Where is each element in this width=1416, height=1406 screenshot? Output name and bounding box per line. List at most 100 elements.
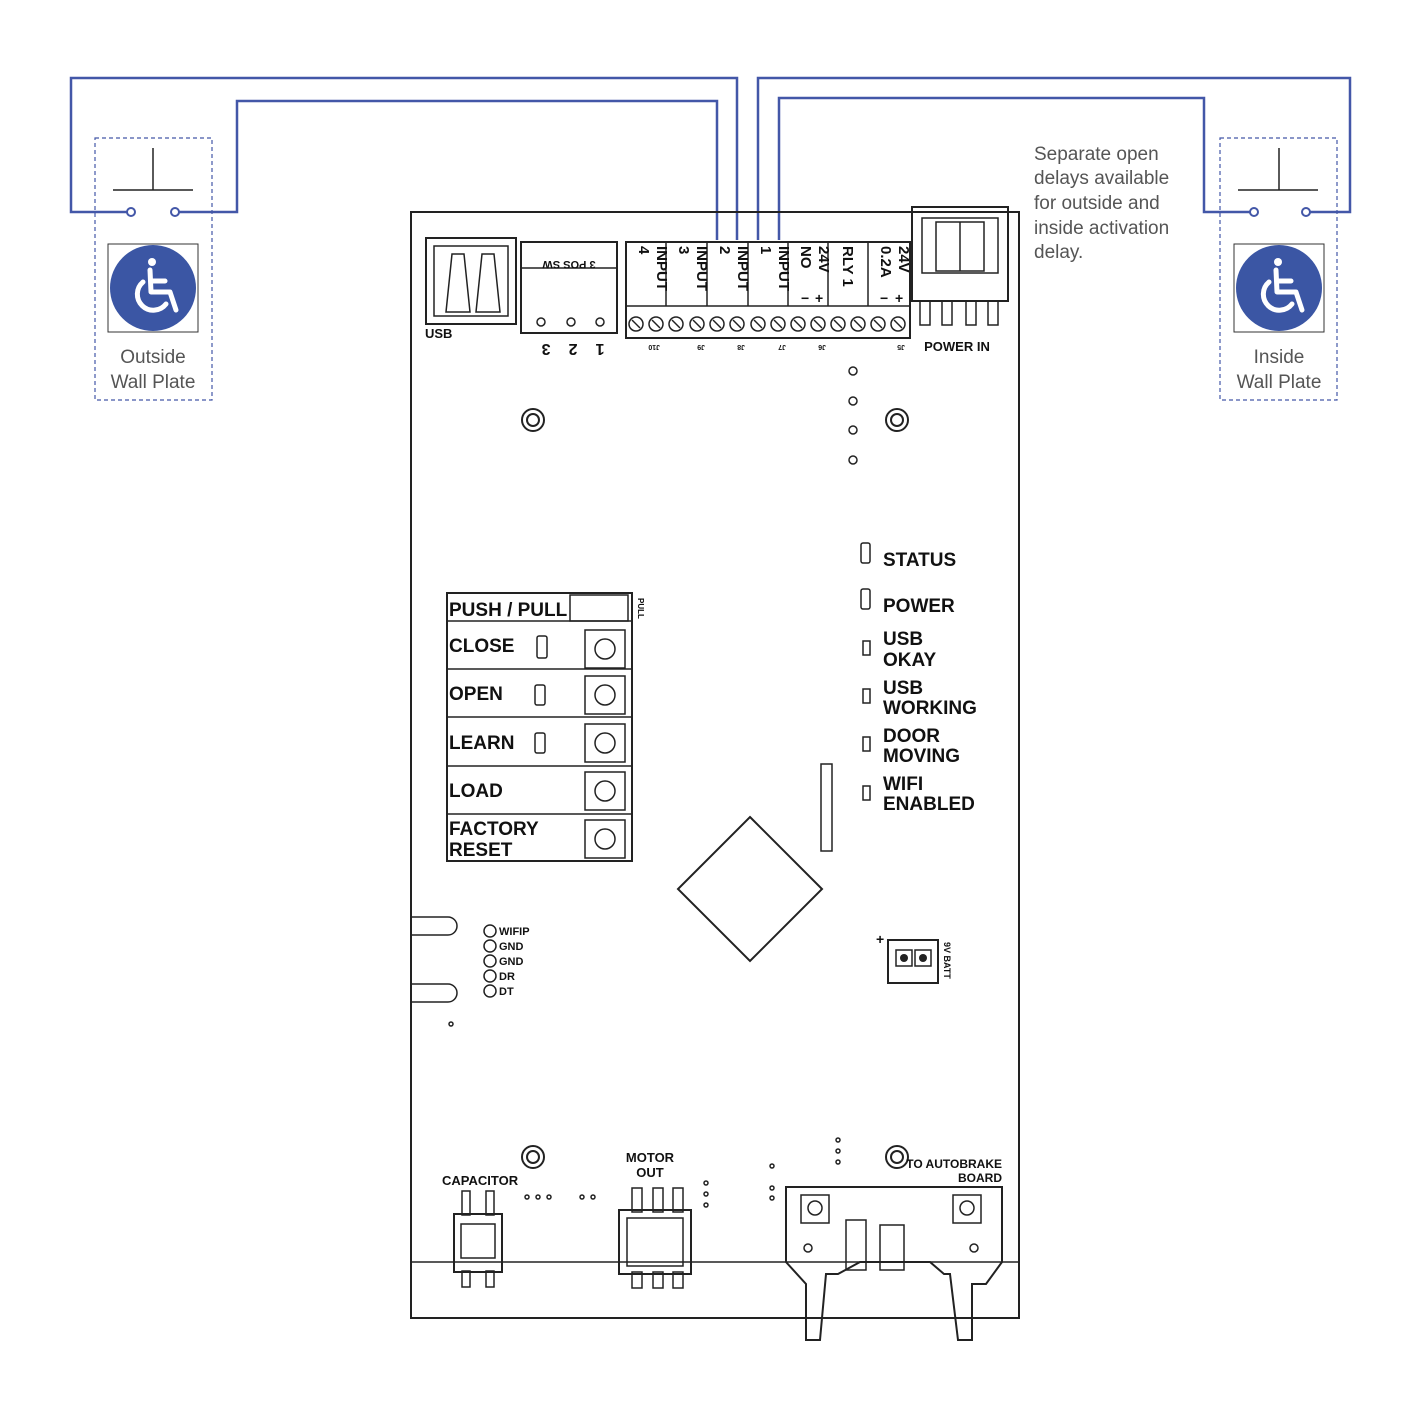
terminal-input4-line1: INPUT <box>653 246 670 291</box>
note-line-3: for outside and <box>1034 193 1160 214</box>
button-close-label: CLOSE <box>449 636 514 657</box>
wire-inside-b <box>756 76 1352 240</box>
terminal-24v-02a-line1: 24V <box>895 246 912 273</box>
note-line-4: inside activation <box>1034 218 1169 239</box>
motor-out-line2: OUT <box>636 1165 664 1180</box>
delay-note: Separate open delays available for outsi… <box>1034 144 1169 263</box>
inside-label-line2: Wall Plate <box>1237 372 1322 393</box>
battery-connector: + 9V BATT <box>876 931 952 984</box>
led-door-moving-line2: MOVING <box>883 746 960 767</box>
test-points <box>848 366 858 465</box>
note-line-2: delays available <box>1034 168 1169 189</box>
polarity-plus-1: + <box>815 290 823 306</box>
terminal-24v-no-line1: 24V <box>815 246 832 273</box>
button-panel: PUSH / PULL PULL CLOSE OPEN LEARN LOAD F… <box>446 592 645 862</box>
terminal-input1-line1: INPUT <box>775 246 792 291</box>
capacitor-label: CAPACITOR <box>442 1173 519 1188</box>
pos-number-3: 3 <box>541 340 550 357</box>
battery-label: 9V BATT <box>942 942 952 979</box>
button-factory-reset-line1: FACTORY <box>449 819 539 840</box>
led-usb-working-line1: USB <box>883 678 923 699</box>
processor-chip <box>676 815 824 963</box>
terminal-input3-line2: 3 <box>675 246 692 254</box>
pos-number-2: 2 <box>568 340 577 357</box>
wifi-pin-gnd-2: GND <box>499 956 524 968</box>
led-usb-working-line2: WORKING <box>883 698 977 719</box>
polarity-minus-1: − <box>801 290 809 306</box>
ref-j5: J5 <box>897 343 905 350</box>
wifi-pin-dt: DT <box>499 986 514 998</box>
inside-wall-plate: Inside Wall Plate <box>1219 137 1338 401</box>
mounting-holes <box>521 408 909 1169</box>
wire-inside-a <box>777 96 1254 240</box>
terminal-rly1-label: RLY 1 <box>839 246 856 287</box>
led-indicators: STATUS POWER USB OKAY USB WORKING DOOR M… <box>860 542 977 815</box>
control-board: USB 3 POS SW 3 2 1 <box>410 206 1020 1341</box>
wifi-pin-dr: DR <box>499 971 515 983</box>
power-in-label: POWER IN <box>924 339 990 354</box>
note-line-1: Separate open <box>1034 144 1159 165</box>
terminal-24v-no-line2: NO <box>797 246 814 269</box>
autobrake-connector: TO AUTOBRAKE BOARD <box>785 1157 1003 1341</box>
wheelchair-icon <box>107 243 199 333</box>
capacitor-connector: CAPACITOR <box>442 1173 596 1288</box>
ref-j7: J7 <box>778 343 786 350</box>
motor-out-line1: MOTOR <box>626 1150 675 1165</box>
power-in-connector: POWER IN <box>911 206 1009 354</box>
autobrake-line2: BOARD <box>958 1171 1002 1185</box>
terminal-input2-line1: INPUT <box>734 246 751 291</box>
inside-plate-outline <box>1219 137 1338 401</box>
autobrake-line1: TO AUTOBRAKE <box>906 1157 1002 1171</box>
tactile-switches <box>584 629 626 859</box>
terminal-screws <box>628 316 906 332</box>
polarity-plus-2: + <box>895 290 903 306</box>
outside-label-line2: Wall Plate <box>111 372 196 393</box>
pull-label: PULL <box>636 598 645 619</box>
led-door-moving-line1: DOOR <box>883 726 940 747</box>
terminal-block: INPUT 4 INPUT 3 INPUT 2 INPUT 1 24V NO R… <box>625 241 912 350</box>
wifi-pin-gnd-1: GND <box>499 941 524 953</box>
button-learn-label: LEARN <box>449 733 514 754</box>
wifi-pin-wifip: WIFIP <box>499 926 530 938</box>
inside-label-line1: Inside <box>1254 347 1305 368</box>
ref-j10: J10 <box>648 343 660 350</box>
motor-out-connector: MOTOR OUT <box>618 1137 841 1289</box>
led-wifi-enabled-line2: ENABLED <box>883 794 975 815</box>
terminal-input2-line2: 2 <box>716 246 733 254</box>
outside-label-line1: Outside <box>120 347 185 368</box>
wifi-header: WIFIP GND GND DR DT <box>411 916 530 1027</box>
crystal-bar <box>820 763 833 852</box>
wire-outside-a <box>69 76 739 240</box>
terminal-input4-line2: 4 <box>635 246 652 255</box>
terminal-24v-02a-line2: 0.2A <box>877 246 894 278</box>
led-wifi-enabled-line1: WIFI <box>883 774 923 795</box>
button-load-label: LOAD <box>449 781 503 802</box>
outside-plate-outline <box>94 137 213 401</box>
wheelchair-icon <box>1233 243 1325 333</box>
pos-switch-label: 3 POS SW <box>542 258 596 270</box>
usb-port: USB <box>425 237 517 341</box>
ref-j6: J6 <box>818 343 826 350</box>
wire-outside-b <box>175 99 719 240</box>
polarity-minus-2: − <box>880 290 888 306</box>
usb-label: USB <box>425 326 452 341</box>
button-factory-reset-line2: RESET <box>449 840 513 861</box>
pos-number-1: 1 <box>595 340 604 357</box>
terminal-input3-line1: INPUT <box>693 246 710 291</box>
wiring <box>69 76 1352 240</box>
led-usb-okay-line2: OKAY <box>883 650 936 671</box>
board-outline <box>410 211 1020 1319</box>
outside-wall-plate: Outside Wall Plate <box>94 137 213 401</box>
battery-plus-sign: + <box>876 931 884 947</box>
button-open-label: OPEN <box>449 684 503 705</box>
ref-j8: J8 <box>737 343 745 350</box>
led-status-label: STATUS <box>883 550 956 571</box>
terminal-input1-line2: 1 <box>757 246 774 254</box>
led-usb-okay-line1: USB <box>883 629 923 650</box>
push-pull-label: PUSH / PULL <box>449 600 568 621</box>
ref-j9: J9 <box>697 343 705 350</box>
led-power-label: POWER <box>883 596 955 617</box>
three-pos-switch: 3 POS SW 3 2 1 <box>520 241 618 357</box>
note-line-5: delay. <box>1034 242 1083 263</box>
